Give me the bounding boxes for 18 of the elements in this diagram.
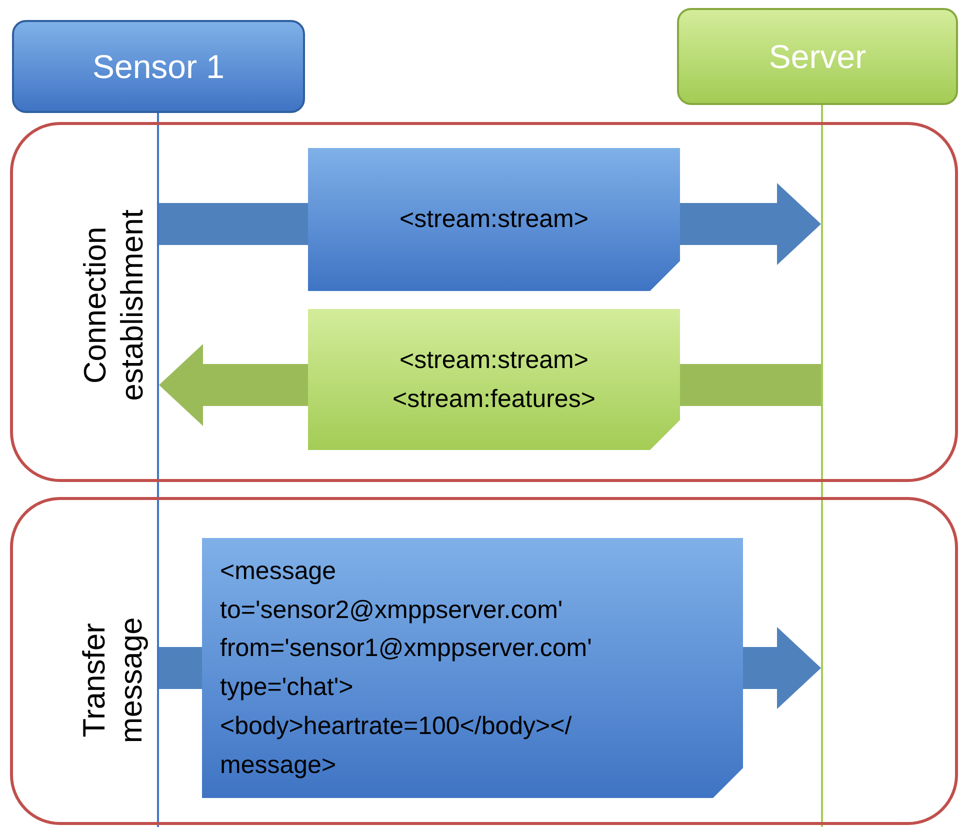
phase-label: Connection establishment [76,210,150,401]
message-note [308,148,680,291]
xml-text: <stream:stream> [398,204,590,236]
block-arrow [680,183,821,265]
phase-band [10,122,958,482]
lifeline-header: Server [677,8,958,105]
lifeline [157,113,159,827]
block-arrow [159,344,308,426]
lifeline-header: Sensor 1 [12,20,305,113]
xml-text: <stream:stream> [398,344,590,376]
block-arrow [743,627,821,709]
xml-text: <message to='sensor2@xmppserver.com' from='sensor1@xmppserver.com' type='chat'> <body>heartrate=100</body></ message> [220,556,593,780]
phase-band [10,497,958,825]
phase-label: Transfer message [76,617,150,744]
lifeline [821,105,823,827]
message-note [308,309,680,450]
xml-text: <stream:features> [392,384,596,414]
message-note [202,538,743,798]
